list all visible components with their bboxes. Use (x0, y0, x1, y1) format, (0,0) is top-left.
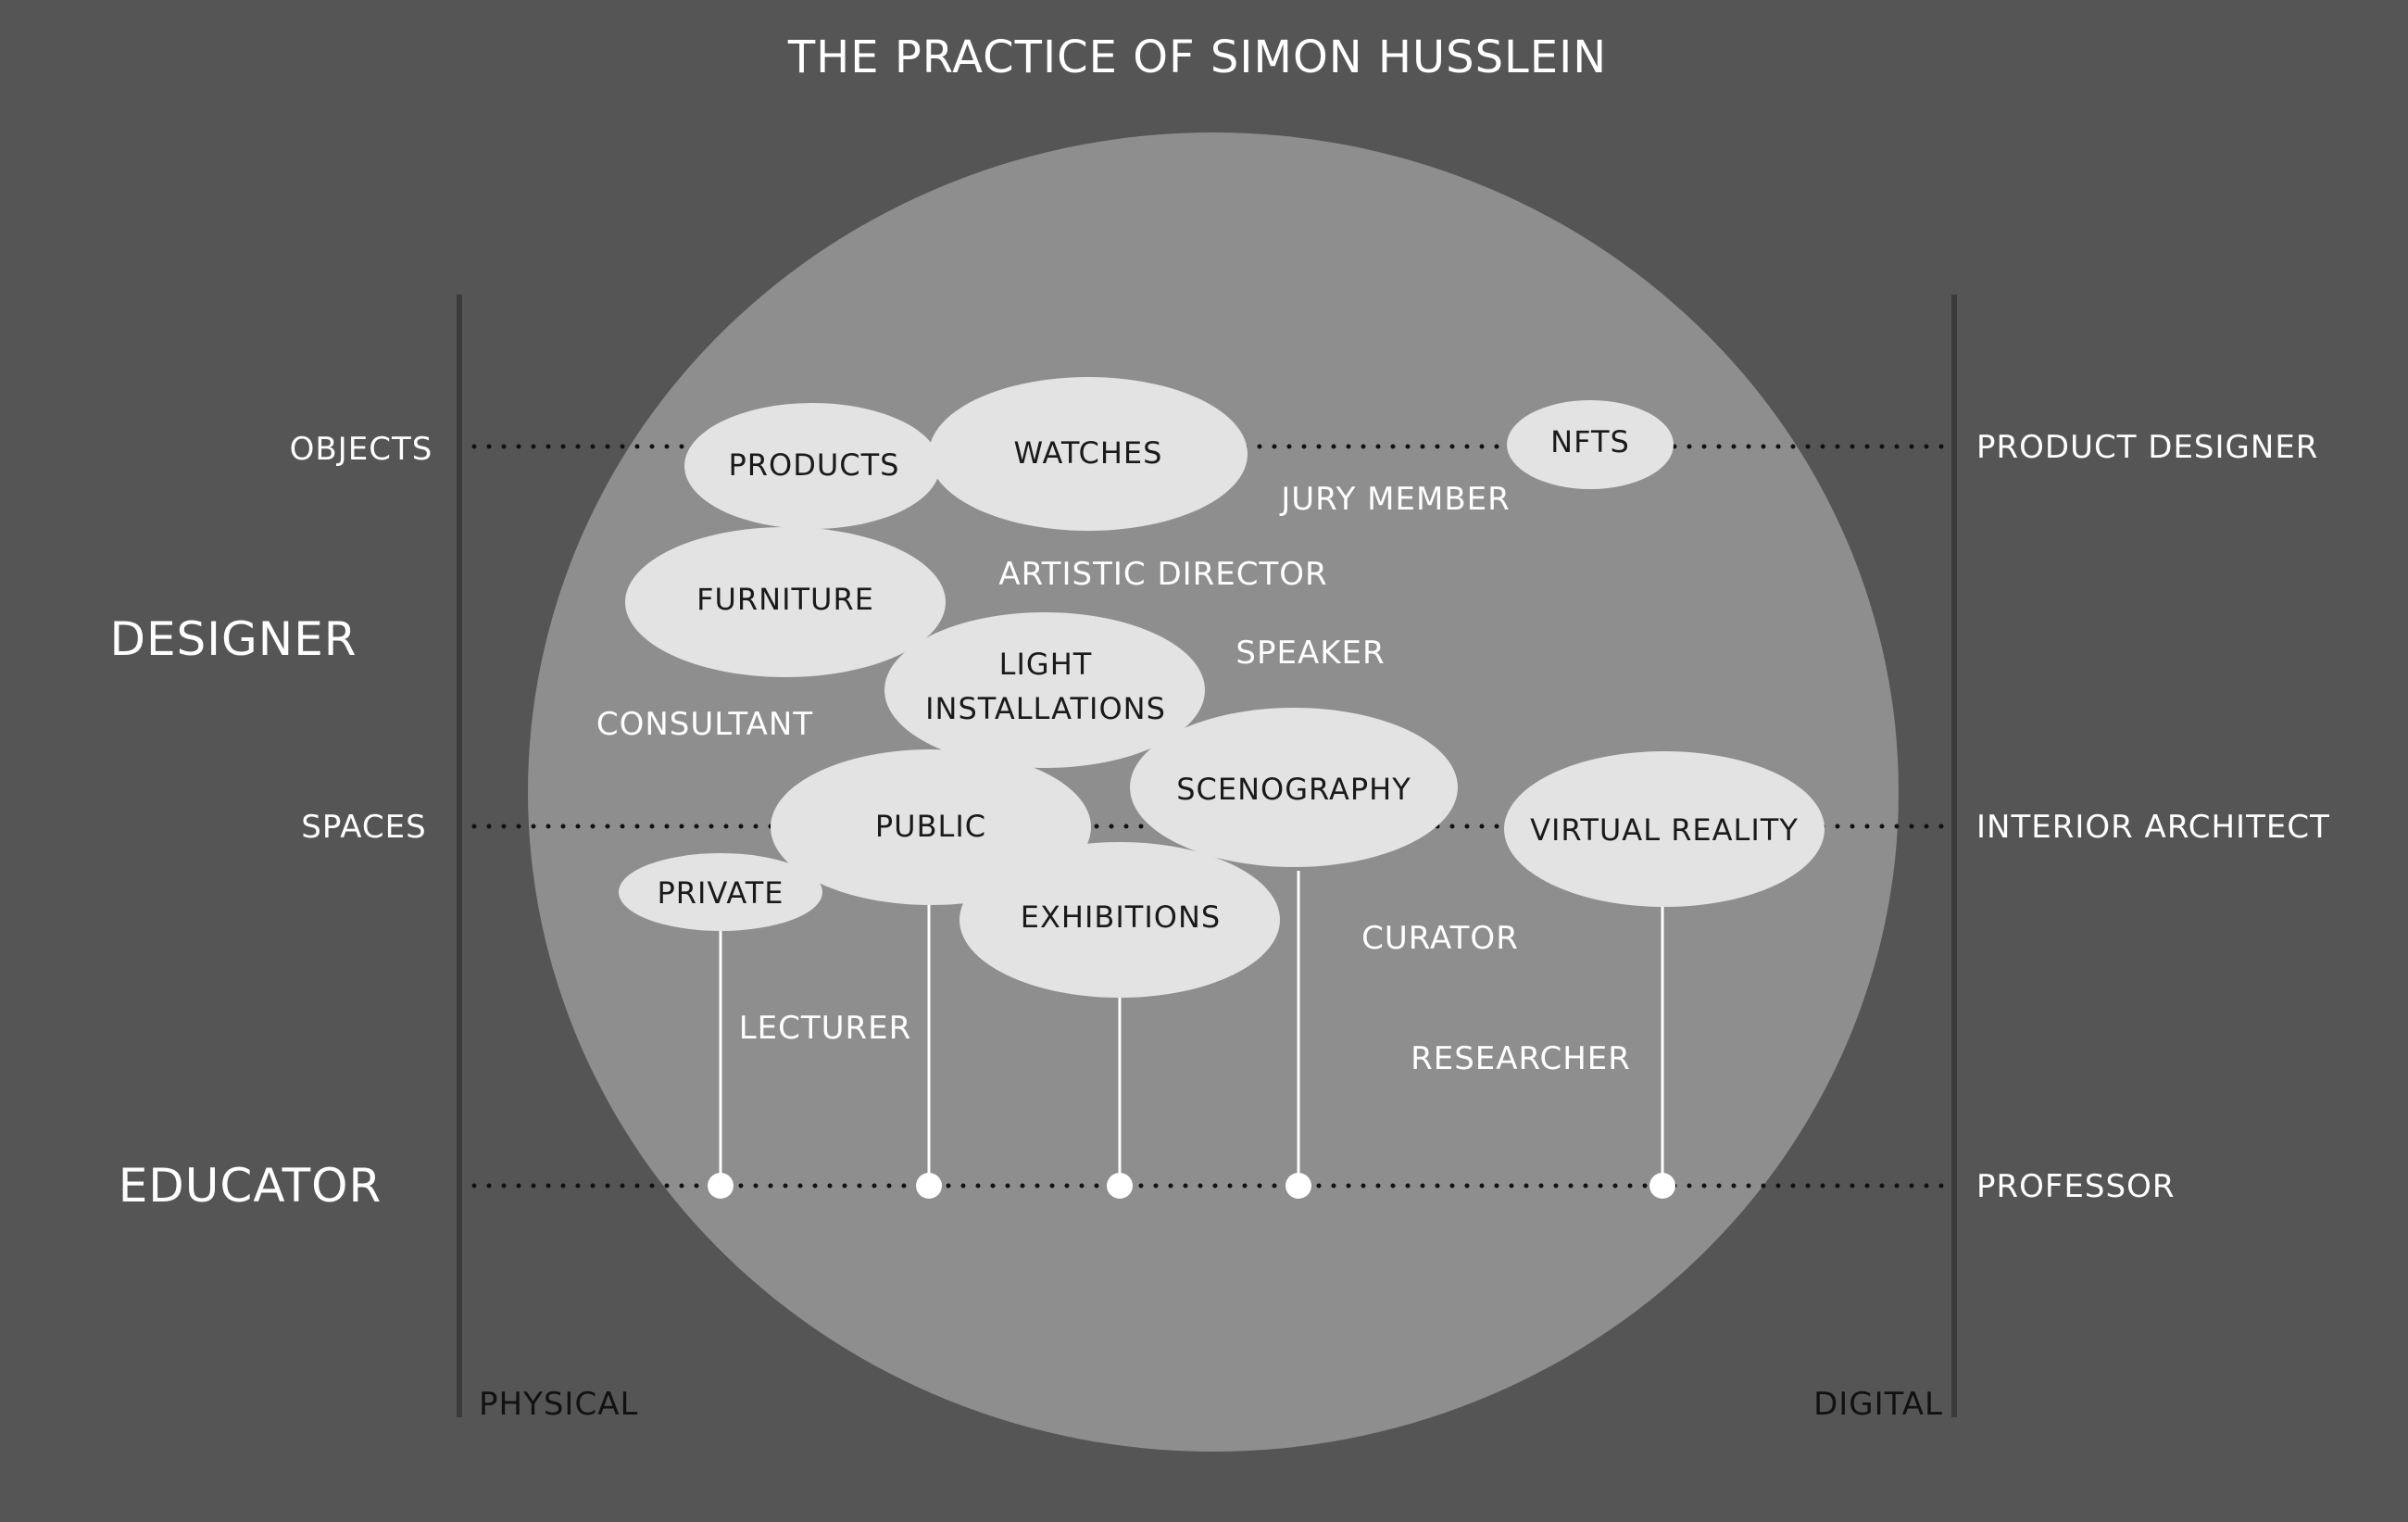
furniture-label: FURNITURE (696, 582, 874, 617)
light-label-line1: LIGHT (999, 647, 1093, 682)
private-bubble (619, 853, 822, 931)
group-label-educator: EDUCATOR (119, 1159, 383, 1213)
scenography-label: SCENOGRAPHY (1176, 772, 1411, 807)
role-researcher: RESEARCHER (1411, 1040, 1631, 1077)
row-label-interior-architect: INTERIOR ARCHITECT (1976, 809, 2330, 846)
nfts-bubble (1507, 400, 1674, 489)
furniture-bubble (625, 527, 946, 677)
role-consultant: CONSULTANT (596, 706, 813, 743)
exhibitions-label: EXHIBITIONS (1021, 899, 1221, 935)
role-curator: CURATOR (1361, 920, 1519, 957)
public-label: PUBLIC (875, 809, 986, 844)
row-label-professor: PROFESSOR (1976, 1168, 2175, 1205)
private-node (708, 1173, 734, 1199)
products-label: PRODUCTS (729, 447, 900, 483)
watches-label: WATCHES (1014, 435, 1163, 471)
axis-label-digital: DIGITAL (1813, 1386, 1943, 1423)
role-lecturer: LECTURER (739, 1010, 912, 1047)
virtual-reality-node (1649, 1173, 1675, 1199)
virtual-reality-bubble (1504, 751, 1825, 907)
role-speaker: SPEAKER (1235, 635, 1385, 672)
light-installations-bubble (884, 612, 1205, 768)
role-jury-member: JURY MEMBER (1279, 481, 1511, 518)
axis-label-physical: PHYSICAL (479, 1386, 638, 1423)
exhibitions-node (1107, 1173, 1133, 1199)
watches-bubble (929, 377, 1248, 531)
public-node (916, 1173, 942, 1199)
diagram-title: THE PRACTICE OF SIMON HUSSLEIN (787, 31, 1607, 83)
role-artistic-director: ARTISTIC DIRECTOR (998, 556, 1327, 593)
row-label-objects: OBJECTS (290, 431, 433, 468)
private-label: PRIVATE (658, 875, 784, 911)
scenography-node (1286, 1173, 1311, 1199)
row-label-product-designer: PRODUCT DESIGNER (1976, 429, 2318, 466)
nfts-label: NFTS (1550, 424, 1630, 459)
scenography-bubble (1130, 708, 1458, 867)
group-label-designer: DESIGNER (109, 612, 357, 666)
light-label-line2: INSTALLATIONS (925, 691, 1166, 726)
virtual-reality-label: VIRTUAL REALITY (1530, 812, 1799, 848)
row-label-spaces: SPACES (301, 809, 426, 846)
products-bubble (684, 403, 940, 529)
exhibitions-bubble (959, 842, 1280, 998)
